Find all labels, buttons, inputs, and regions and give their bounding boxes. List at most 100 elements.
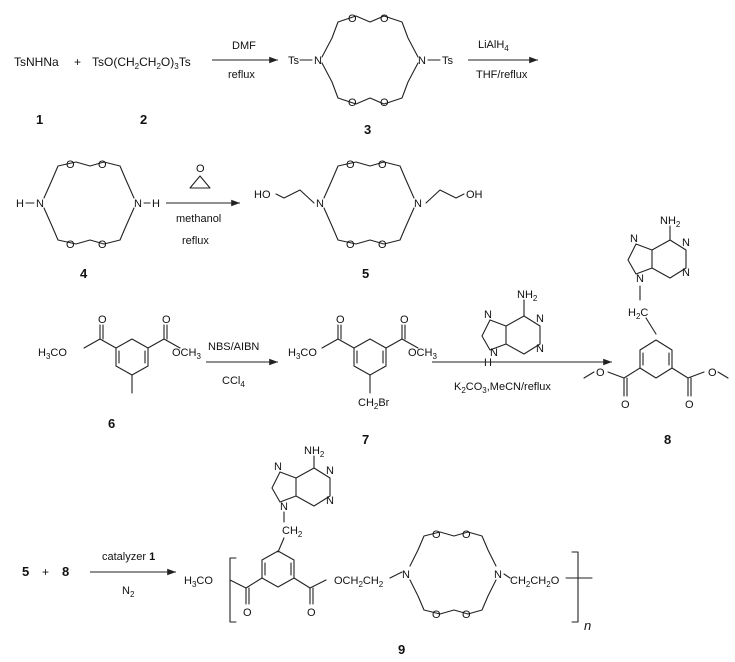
adenine-nh2: NH2 bbox=[517, 289, 538, 303]
carbonyl-o-7b: O bbox=[400, 314, 409, 326]
bromomethyl-group: CH2Br bbox=[358, 397, 390, 411]
product8-carbonyl-o-b: O bbox=[685, 399, 694, 411]
compound-number-8: 8 bbox=[664, 432, 671, 447]
ester-left-6: H3CO bbox=[38, 347, 67, 361]
polymer-linker: CH2 bbox=[282, 525, 303, 539]
compound-number-9: 9 bbox=[398, 642, 405, 657]
adenine-n7: N bbox=[484, 309, 492, 321]
plus-sign-1: + bbox=[74, 55, 81, 69]
ts-group-right: Ts bbox=[442, 55, 454, 67]
condition-catalyzer: catalyzer 1 bbox=[102, 551, 155, 563]
adenine-n1: N bbox=[536, 313, 544, 325]
polymer-o-c: O bbox=[432, 609, 441, 621]
product-7-structure: O O H3CO OCH3 CH2Br bbox=[288, 314, 437, 411]
repeat-unit-n: n bbox=[584, 618, 591, 633]
condition-nbs-aibn: NBS/AIBN bbox=[208, 341, 259, 353]
adenine-reagent-structure: NH2 N N N N H bbox=[481, 289, 544, 369]
polymer-carbonyl-o-b: O bbox=[307, 607, 316, 619]
product-8-structure: NH2 N N N N H2C O O O O bbox=[583, 215, 729, 411]
product8-n3: N bbox=[682, 267, 690, 279]
product8-linker: H2C bbox=[628, 307, 648, 321]
compound-number-3: 3 bbox=[364, 122, 371, 137]
polymer-n1: N bbox=[326, 465, 334, 477]
condition-reflux-1: reflux bbox=[228, 69, 255, 81]
compound-number-6: 6 bbox=[108, 416, 115, 431]
polymer-o-d: O bbox=[462, 609, 471, 621]
polymer-end-group: H3CO bbox=[184, 575, 213, 589]
product8-n7: N bbox=[630, 233, 638, 245]
adenine-nh: H bbox=[484, 357, 492, 369]
hydroxyl-right: OH bbox=[466, 189, 483, 201]
product-5-macrocycle: O O O O N N HO OH bbox=[254, 159, 483, 251]
n-atom-3b: N bbox=[418, 55, 426, 67]
condition-reflux-3: reflux bbox=[182, 235, 209, 247]
o-atom-3c: O bbox=[348, 97, 357, 109]
h-atom-right: H bbox=[152, 198, 160, 210]
condition-ccl4: CCl4 bbox=[222, 375, 245, 389]
adenine-n9: N bbox=[490, 347, 498, 359]
reactant-tsnhna: TsNHNa bbox=[14, 55, 59, 69]
condition-thf-reflux: THF/reflux bbox=[476, 69, 528, 81]
reactant-6-structure: O O H3CO OCH3 bbox=[38, 314, 201, 394]
product8-n9: N bbox=[636, 273, 644, 285]
n-atom-5b: N bbox=[414, 198, 422, 210]
hydroxyl-left: HO bbox=[254, 189, 271, 201]
product8-carbonyl-o-a: O bbox=[621, 399, 630, 411]
adenine-n3: N bbox=[536, 343, 544, 355]
product8-ester-o-b: O bbox=[708, 367, 717, 379]
reactant-number-8: 8 bbox=[62, 564, 69, 579]
o-atom-4b: O bbox=[98, 159, 107, 171]
carbonyl-o-6b: O bbox=[162, 314, 171, 326]
n-atom-4a: N bbox=[36, 198, 44, 210]
n-atom-5a: N bbox=[316, 198, 324, 210]
ester-right-6: OCH3 bbox=[172, 347, 201, 361]
product-3-macrocycle: O O O O N N Ts Ts bbox=[288, 13, 454, 109]
polymer-ester-link: OCH2CH2 bbox=[334, 575, 384, 589]
polymer-9-structure: NH2 N N N N CH2 O O H3CO OCH2CH2 O O O O bbox=[184, 445, 593, 633]
ethylene-oxide-icon: O bbox=[189, 163, 211, 189]
ester-left-7: H3CO bbox=[288, 347, 317, 361]
condition-k2co3: K2CO3,MeCN/reflux bbox=[454, 381, 551, 395]
ts-group-left: Ts bbox=[288, 55, 300, 67]
compound-number-7: 7 bbox=[362, 432, 369, 447]
o-atom-5b: O bbox=[378, 159, 387, 171]
polymer-o-a: O bbox=[432, 529, 441, 541]
plus-sign-2: + bbox=[42, 565, 49, 579]
reactant-tsoditos: TsO(CH2CH2O)3Ts bbox=[92, 55, 191, 71]
condition-n2: N2 bbox=[122, 585, 135, 599]
carbonyl-o-7a: O bbox=[336, 314, 345, 326]
polymer-carbonyl-o-a: O bbox=[243, 607, 252, 619]
reactant-4-macrocycle: O O O O N N H H bbox=[16, 159, 160, 251]
polymer-n-a: N bbox=[402, 569, 410, 581]
condition-methanol: methanol bbox=[176, 213, 221, 225]
compound-number-4: 4 bbox=[80, 266, 88, 281]
condition-dmf: DMF bbox=[232, 40, 256, 52]
product8-ester-o-a: O bbox=[596, 367, 605, 379]
o-atom-5d: O bbox=[378, 239, 387, 251]
n-atom-3a: N bbox=[314, 55, 322, 67]
compound-number-5: 5 bbox=[362, 266, 369, 281]
product8-n1: N bbox=[682, 237, 690, 249]
carbonyl-o-6a: O bbox=[98, 314, 107, 326]
o-atom-5a: O bbox=[346, 159, 355, 171]
compound-number-2: 2 bbox=[140, 112, 147, 127]
polymer-n7: N bbox=[274, 461, 282, 473]
polymer-n3: N bbox=[326, 495, 334, 507]
reactant-number-5: 5 bbox=[22, 564, 29, 579]
o-atom-3a: O bbox=[348, 13, 357, 25]
o-atom-4c: O bbox=[66, 239, 75, 251]
h-atom-left: H bbox=[16, 198, 24, 210]
o-atom-5c: O bbox=[346, 239, 355, 251]
ester-right-7: OCH3 bbox=[408, 347, 437, 361]
compound-number-1: 1 bbox=[36, 112, 43, 127]
o-atom-3d: O bbox=[380, 97, 389, 109]
epoxide-o-atom: O bbox=[196, 163, 205, 175]
polymer-n9: N bbox=[280, 501, 288, 513]
polymer-nh2: NH2 bbox=[304, 445, 325, 459]
polymer-ether-link: CH2CH2O bbox=[510, 575, 560, 589]
product8-nh2: NH2 bbox=[660, 215, 681, 229]
polymer-o-b: O bbox=[462, 529, 471, 541]
polymer-n-b: N bbox=[494, 569, 502, 581]
n-atom-4b: N bbox=[134, 198, 142, 210]
